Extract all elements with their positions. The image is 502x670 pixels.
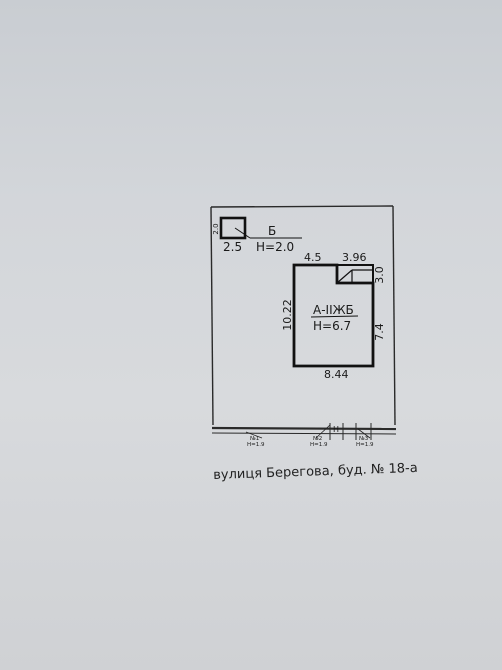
outbuilding-side-dim: 2.0 [212, 223, 220, 234]
dim-bottom: 8.44 [324, 368, 349, 381]
gate-2: №2 H=1.9 H [310, 424, 339, 448]
dim-left: 10.22 [281, 299, 294, 331]
dim-right-top: 3.0 [373, 266, 386, 284]
gate-symbol: H [333, 425, 339, 434]
main-building: А-ІІЖБ H=6.7 4.5 3.96 3.0 7.4 10.22 8.44 [281, 251, 386, 381]
dim-right: 7.4 [373, 323, 386, 341]
gate-1-height: H=1.9 [247, 442, 265, 448]
gate-2-height: H=1.9 [310, 442, 328, 448]
outbuilding-b: 2.0 2.5 Б H=2.0 [212, 216, 302, 254]
gate-3: №3 H=1.9 [356, 428, 374, 448]
outbuilding-letter: Б [268, 224, 276, 238]
main-building-name: А-ІІЖБ [313, 303, 354, 317]
lot-boundary [210, 205, 396, 426]
dim-top-right: 3.96 [342, 251, 367, 264]
gate-3-num: №3 [359, 436, 369, 442]
dim-top-left: 4.5 [304, 251, 322, 264]
outbuilding-width-dim: 2.5 [223, 240, 242, 254]
gate-1-num: №1 [250, 436, 259, 442]
front-fence [211, 423, 397, 440]
gate-2-num: №2 [313, 436, 322, 442]
main-building-height: H=6.7 [313, 319, 351, 333]
gate-1: №1 H=1.9 [245, 431, 265, 448]
gate-3-height: H=1.9 [356, 442, 374, 448]
outbuilding-height: H=2.0 [256, 240, 294, 254]
